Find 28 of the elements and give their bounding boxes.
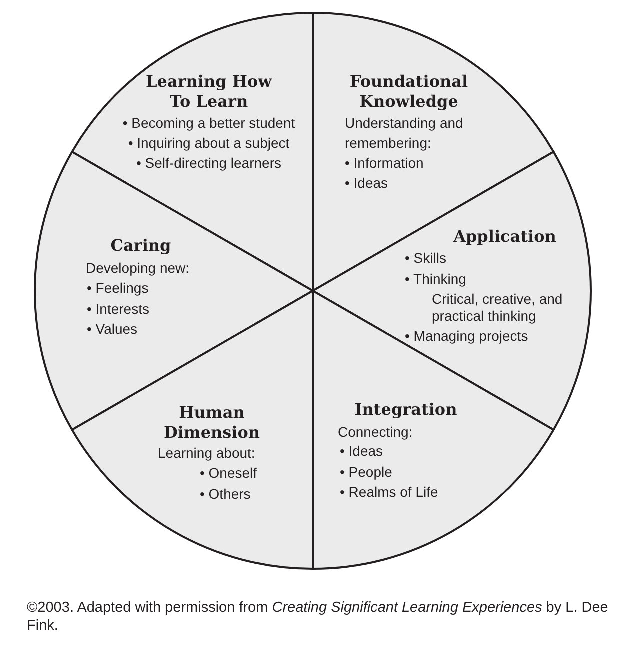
bullet-item: • Managing projects — [405, 327, 528, 346]
bullet-item: • Thinking — [405, 270, 466, 289]
bullet-item: • Becoming a better student — [122, 114, 296, 133]
sector-description: Connecting: — [338, 423, 413, 442]
bullet-item: • Self-directing learners — [136, 154, 282, 173]
bullet-item: • Ideas — [345, 174, 388, 193]
bullet-item: • Oneself — [200, 464, 258, 483]
bullet-item: • Information — [345, 154, 424, 173]
bullet-item: • Values — [87, 320, 138, 339]
bullet-item: • Inquiring about a subject — [128, 134, 290, 153]
sector-heading: Integration — [354, 400, 458, 420]
sector-heading: Learning How To Learn — [145, 72, 274, 112]
sector-description: Learning about: — [158, 444, 256, 463]
sector-heading: Application — [452, 227, 558, 247]
sector-description: Critical, creative, and practical thinking — [432, 291, 564, 325]
bullet-item: • Realms of Life — [340, 483, 438, 502]
bullet-item: • Ideas — [340, 442, 384, 461]
bullet-item: • Interests — [87, 300, 150, 319]
sector-description: Developing new: — [86, 259, 190, 278]
sector-heading: Human Dimension — [162, 403, 262, 443]
bullet-item: • Feelings — [87, 279, 149, 298]
sector-heading: Caring — [110, 236, 172, 256]
bullet-item: • People — [340, 463, 392, 482]
sector-description: Understanding and remembering: — [345, 114, 464, 153]
sector-heading: Foundational Knowledge — [348, 72, 470, 112]
caption: ©2003. Adapted with permission from Creating Significant Learning Experiences by L. Dee Fink. — [27, 599, 610, 635]
bullet-item: • Others — [200, 485, 251, 504]
bullet-item: • Skills — [405, 249, 446, 268]
